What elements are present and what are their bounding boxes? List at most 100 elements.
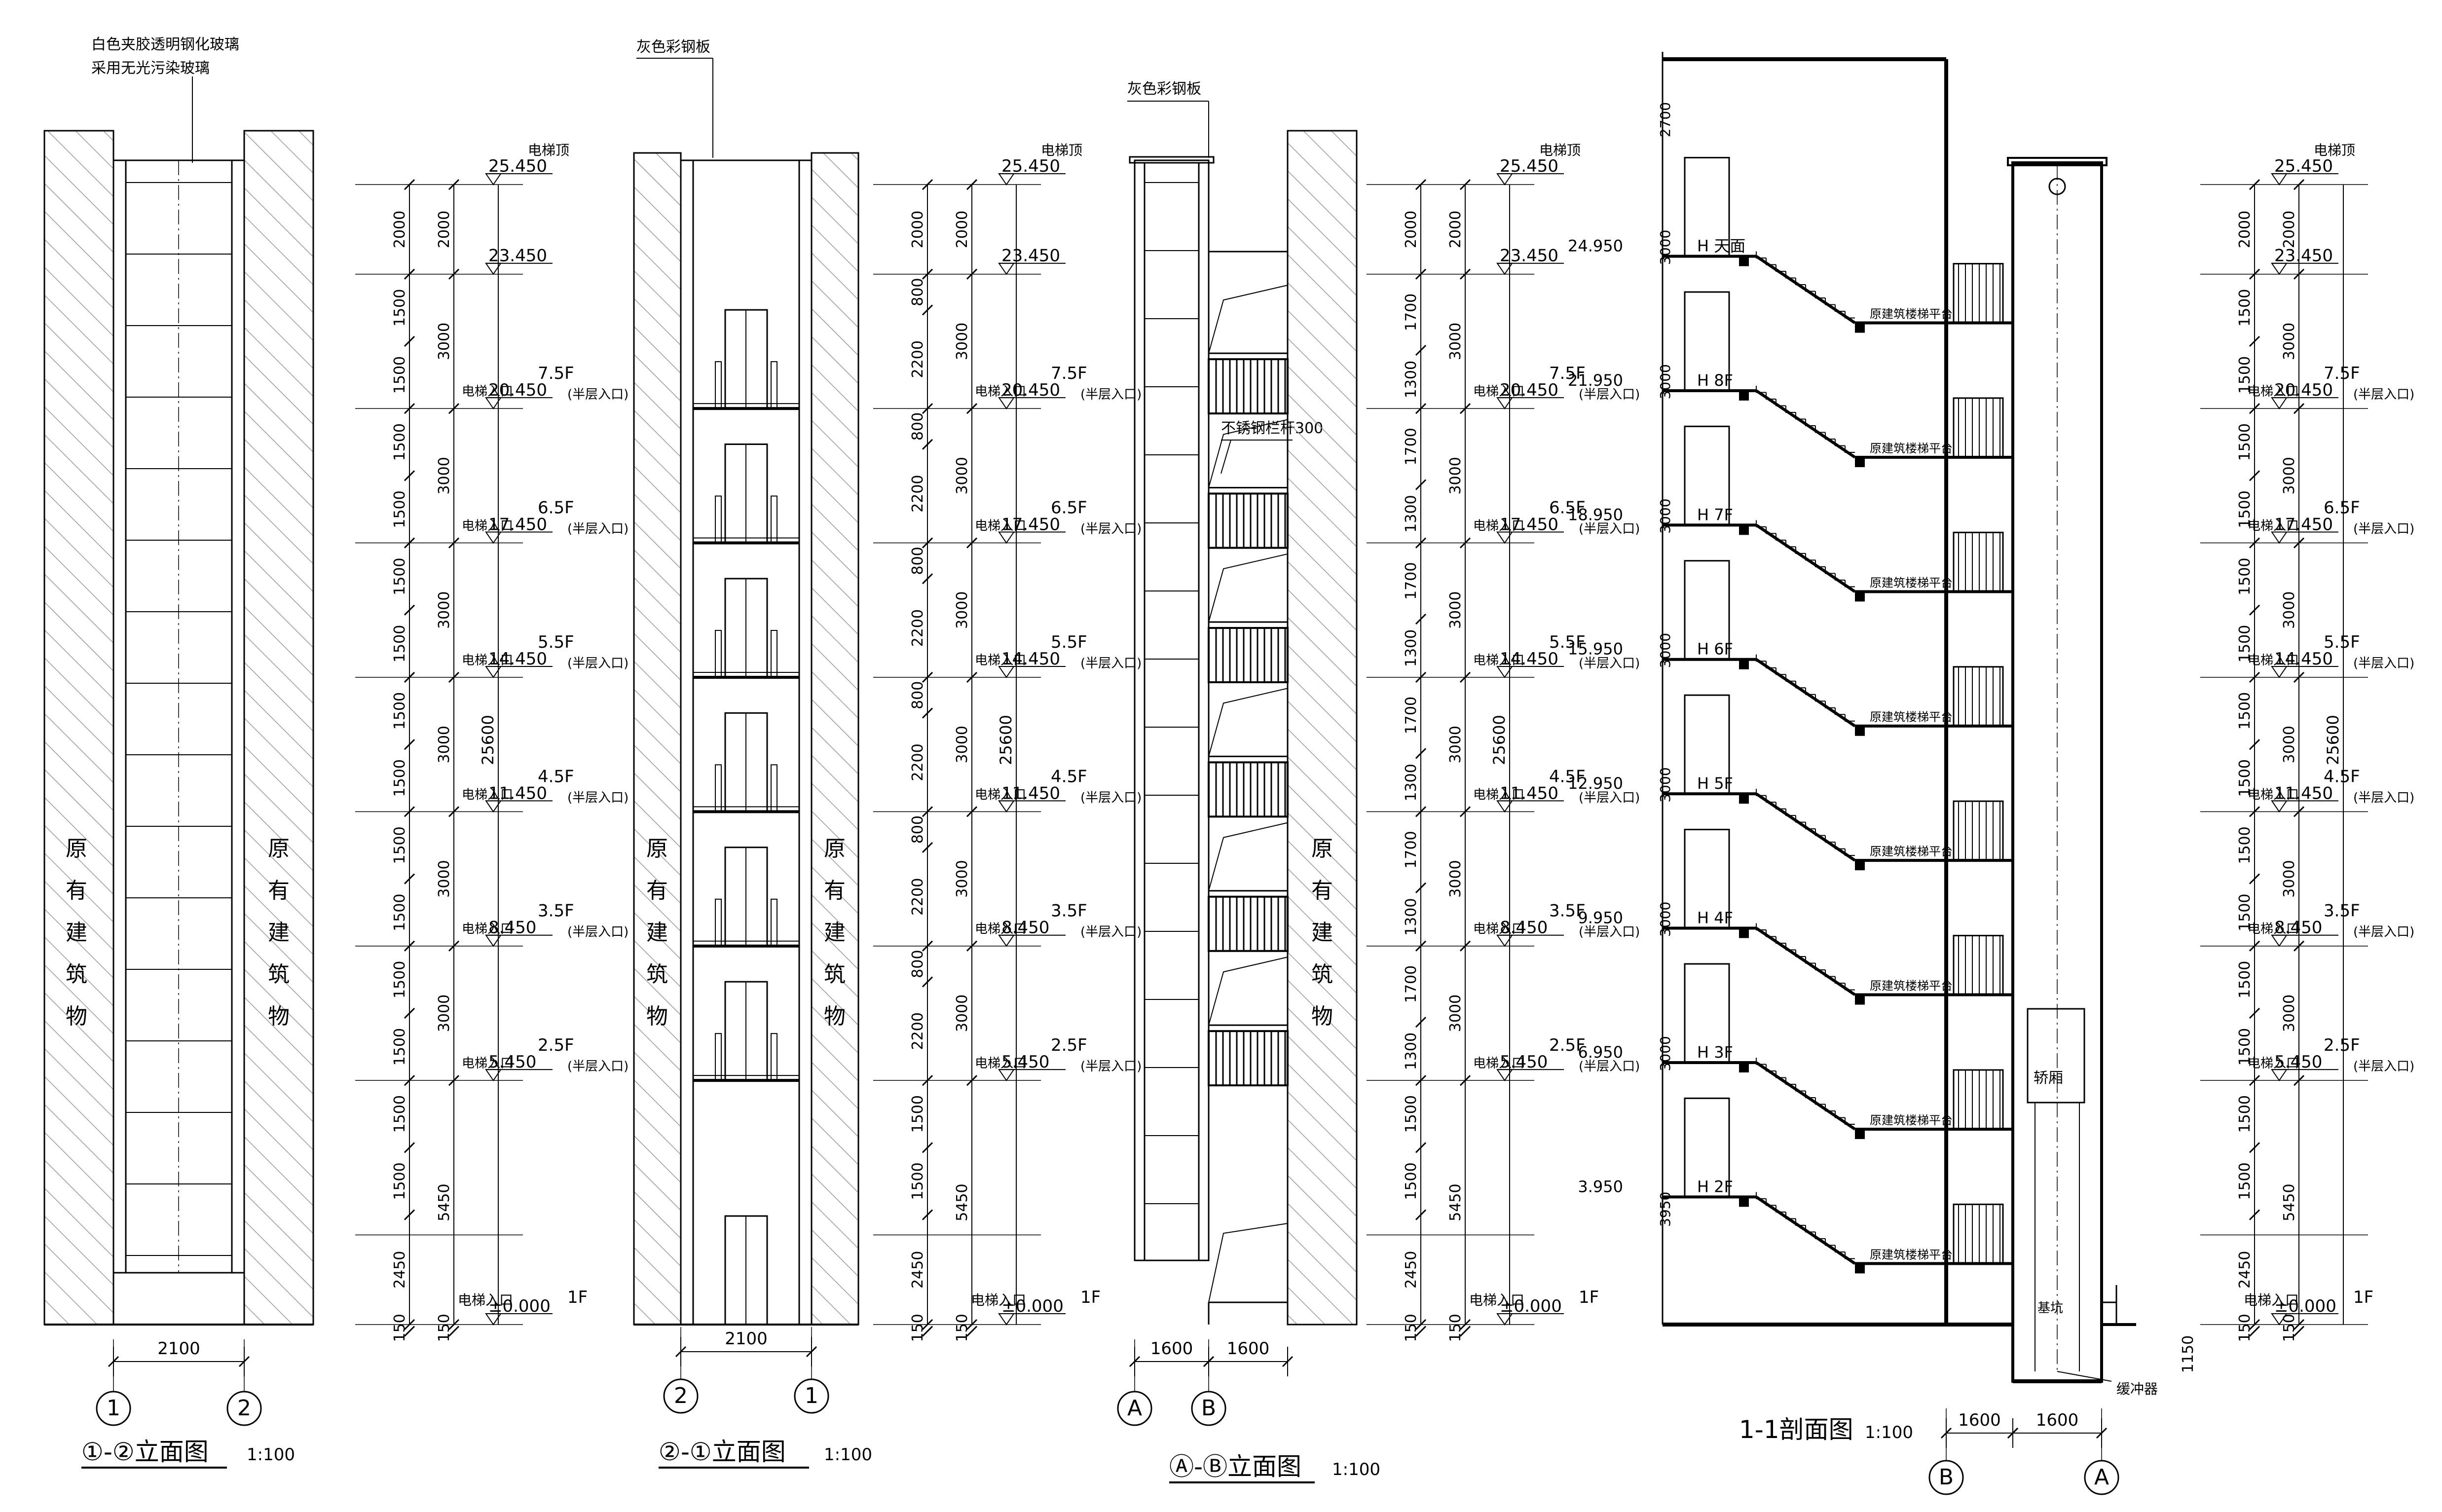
entry-note: 电梯入口 — [975, 922, 1026, 937]
total-dim: 25600 — [479, 715, 497, 765]
dim-value: 5450 — [436, 1183, 453, 1221]
label-c-2: 建 — [1311, 920, 1333, 945]
floor-name: 4.5F — [538, 767, 574, 786]
floor-name: 7.5F — [1051, 364, 1087, 383]
floor-name: 4.5F — [1549, 767, 1586, 786]
section-beam — [1739, 928, 1749, 938]
section-floor-name: H 8F — [1697, 371, 1733, 390]
dim-value: 1700 — [1403, 294, 1420, 331]
level-roof: 23.450 — [2274, 246, 2333, 266]
stair-steps — [1756, 1192, 1855, 1259]
floor-name: 2.5F — [538, 1035, 574, 1055]
section-dim: 3000 — [1657, 499, 1673, 534]
section-beam — [1739, 390, 1749, 401]
level-floor: 20.450 — [488, 380, 547, 400]
label-left-b-3: 筑 — [646, 962, 668, 987]
level-top-note: 电梯顶 — [528, 142, 569, 158]
scale-elev-a-b: 1:100 — [1332, 1460, 1380, 1479]
railing-handrail — [1208, 1024, 1289, 1032]
dim-value: 1500 — [391, 625, 408, 663]
railing-handrail — [1208, 352, 1289, 360]
dim-value: 2200 — [909, 475, 926, 512]
door-jamb — [715, 495, 722, 544]
dim-tick — [1415, 1017, 1427, 1028]
entry-note: 电梯入口 — [1473, 1056, 1524, 1071]
dim-value: 3000 — [1447, 323, 1464, 360]
label-left-b-0: 原 — [646, 836, 668, 861]
dim-value: 1500 — [391, 557, 408, 595]
section-beam — [1739, 794, 1749, 804]
dim-value: 1500 — [391, 490, 408, 528]
dim-value: 1500 — [2236, 692, 2254, 730]
dim-tick — [404, 1326, 415, 1337]
dim-value: 2000 — [1447, 211, 1464, 248]
floor-name: 7.5F — [1549, 364, 1586, 383]
floor-name: 2.5F — [1051, 1035, 1087, 1055]
level-floor: 5.450 — [1500, 1052, 1548, 1072]
floor-name: 3.5F — [1051, 901, 1087, 921]
level-floor: 11.450 — [488, 783, 547, 803]
dim-value: 1500 — [391, 289, 408, 327]
dim-value: 2200 — [909, 1012, 926, 1050]
floor-name: 6.5F — [538, 498, 574, 518]
dim-tick — [922, 707, 933, 719]
half-entry-note: (半层入口) — [1579, 1059, 1640, 1074]
floor-name: 5.5F — [538, 632, 574, 652]
dim-tick — [2249, 739, 2260, 750]
pit-dim: 1150 — [2180, 1335, 2197, 1373]
glass-panel-grid — [126, 182, 232, 1256]
section-door — [1684, 1097, 1730, 1198]
dim-value: 3000 — [436, 860, 453, 897]
existing-platform-note: 原建筑楼梯平台 — [1870, 1113, 1953, 1127]
entry-note: 电梯入口 — [462, 519, 513, 534]
section-door — [1684, 963, 1730, 1064]
section-level: 12.950 — [1568, 774, 1623, 793]
entry-note: 电梯入口 — [462, 653, 513, 668]
ground-entry-note: 电梯入口 — [1469, 1292, 1524, 1308]
dim-value: 3000 — [2281, 591, 2298, 629]
half-entry-note: (半层入口) — [567, 790, 629, 805]
dim-value: 5450 — [2281, 1183, 2298, 1221]
entry-note: 电梯入口 — [2248, 519, 2299, 534]
elevation-a-b-panels — [1145, 182, 1199, 1204]
dim-value: 2000 — [909, 211, 926, 248]
stair-steps — [1756, 789, 1855, 856]
section-door — [1684, 291, 1730, 392]
door-jamb — [771, 898, 777, 947]
dim-tick — [1415, 1142, 1427, 1153]
dim-value: 800 — [909, 815, 926, 844]
label-c-0: 原 — [1311, 836, 1333, 861]
total-dim: 25600 — [2324, 715, 2342, 765]
level-floor: 17.450 — [2274, 515, 2333, 535]
door-jamb — [771, 495, 777, 544]
dim-value: 1500 — [391, 1028, 408, 1066]
dim-tick — [2249, 1142, 2260, 1153]
dim-tick — [1415, 345, 1427, 356]
dim-value: 1500 — [2236, 759, 2254, 797]
existing-platform-note: 原建筑楼梯平台 — [1870, 710, 1953, 724]
dim-tick — [404, 1142, 415, 1153]
railing-frame — [1208, 627, 1289, 683]
dim-value: 1700 — [1403, 697, 1420, 734]
section-level: 3.950 — [1578, 1177, 1623, 1196]
dim-value: 3000 — [2281, 323, 2298, 360]
half-entry-note: (半层入口) — [1579, 925, 1640, 940]
dim-value: 1500 — [2236, 826, 2254, 864]
entry-note: 电梯入口 — [975, 1056, 1026, 1071]
dim-value: 1500 — [2236, 1028, 2254, 1066]
section-railing — [1953, 1069, 2004, 1130]
label-left-b-4: 物 — [646, 1004, 668, 1029]
level-ground: ±0.000 — [488, 1296, 551, 1316]
railing-handrail — [1208, 755, 1289, 763]
dim-value: 3000 — [436, 591, 453, 629]
floor-name: 4.5F — [2324, 767, 2360, 786]
label-right-a-4: 物 — [268, 1004, 290, 1029]
car-label: 轿厢 — [2034, 1069, 2063, 1087]
dim-tick — [404, 873, 415, 885]
level-floor: 8.450 — [2274, 918, 2322, 938]
dim-value: 1500 — [391, 1095, 408, 1133]
dim-value: 2200 — [909, 878, 926, 916]
dim-value: 3000 — [954, 457, 971, 494]
dim-tick — [404, 1209, 415, 1220]
